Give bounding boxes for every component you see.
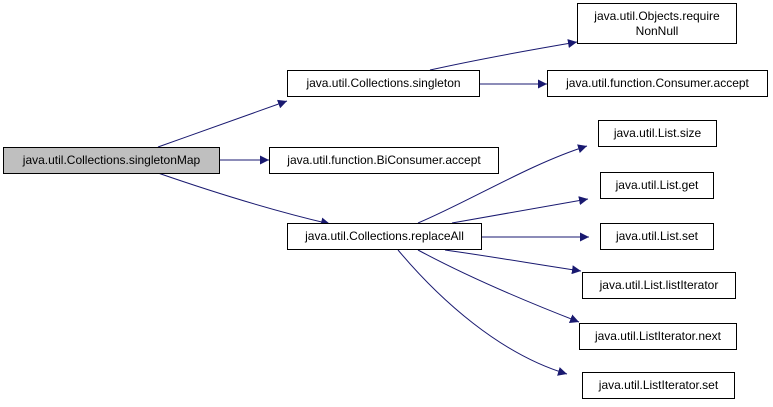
node-consumer-accept-label: java.util.function.Consumer.accept <box>566 76 749 90</box>
node-listiterator-next[interactable]: java.util.ListIterator.next <box>579 323 737 350</box>
node-listiterator-next-label: java.util.ListIterator.next <box>594 329 722 343</box>
node-list-get[interactable]: java.util.List.get <box>600 172 714 199</box>
node-singletonmap-label: java.util.Collections.singletonMap <box>22 153 201 167</box>
node-list-set-label: java.util.List.set <box>615 229 699 243</box>
node-objects-requirenonnull[interactable]: java.util.Objects.require NonNull <box>577 3 737 44</box>
node-list-listiterator[interactable]: java.util.List.listIterator <box>582 272 736 299</box>
edge-replaceall-to-list-size <box>417 144 588 224</box>
edge-singletonmap-to-singleton <box>157 99 288 148</box>
node-singleton[interactable]: java.util.Collections.singleton <box>287 70 480 97</box>
node-list-get-label: java.util.List.get <box>615 178 699 192</box>
node-list-size-label: java.util.List.size <box>613 126 702 140</box>
node-replaceall-label: java.util.Collections.replaceAll <box>305 229 464 243</box>
node-consumer-accept[interactable]: java.util.function.Consumer.accept <box>547 70 768 97</box>
edge-replaceall-to-list-listiterator <box>444 249 582 275</box>
node-singletonmap[interactable]: java.util.Collections.singletonMap <box>3 147 220 174</box>
edge-replaceall-to-listiterator-next <box>417 249 580 323</box>
edge-replaceall-to-listiterator-set <box>397 249 568 376</box>
node-list-set[interactable]: java.util.List.set <box>600 223 714 250</box>
node-singleton-label: java.util.Collections.singleton <box>306 76 461 90</box>
node-objects-requirenonnull-line2: NonNull <box>635 23 679 38</box>
node-objects-requirenonnull-line1: java.util.Objects.require <box>594 8 720 23</box>
node-biconsumer-accept[interactable]: java.util.function.BiConsumer.accept <box>269 147 499 174</box>
node-list-listiterator-label: java.util.List.listIterator <box>599 278 719 292</box>
node-replaceall[interactable]: java.util.Collections.replaceAll <box>287 223 482 250</box>
node-biconsumer-accept-label: java.util.function.BiConsumer.accept <box>287 153 481 167</box>
node-list-size[interactable]: java.util.List.size <box>598 120 717 147</box>
node-listiterator-set-label: java.util.ListIterator.set <box>598 378 719 392</box>
edge-singleton-to-requirenonnull <box>429 39 578 71</box>
node-listiterator-set[interactable]: java.util.ListIterator.set <box>582 372 735 399</box>
edge-replaceall-to-list-get <box>451 196 589 224</box>
edge-singletonmap-to-replaceall <box>157 172 331 227</box>
